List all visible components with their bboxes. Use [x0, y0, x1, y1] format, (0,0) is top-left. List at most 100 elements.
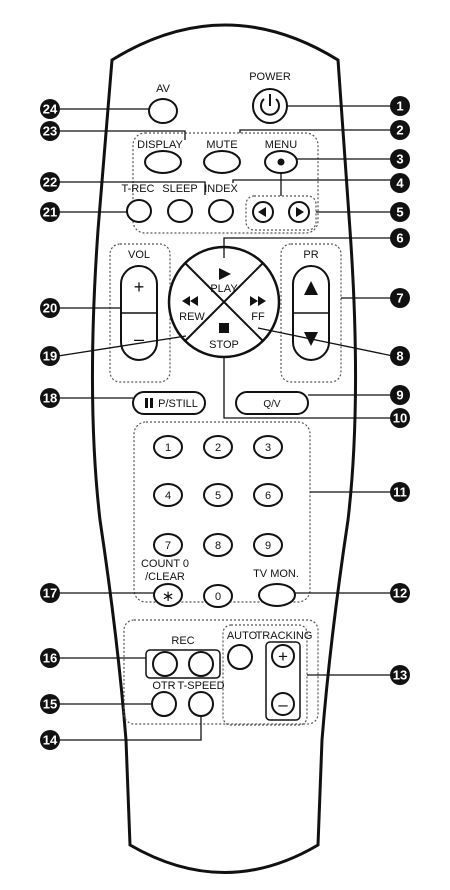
- power-label: POWER: [249, 71, 291, 83]
- key-1[interactable]: [153, 435, 183, 459]
- index-button[interactable]: [208, 199, 234, 223]
- callout-9-marker: [390, 385, 410, 405]
- callout-23-label: 23: [43, 124, 57, 139]
- tvmon-label: TV MON.: [253, 568, 299, 580]
- key-3-label: 3: [265, 442, 271, 454]
- key-2-label: 2: [215, 442, 221, 454]
- pr-rocker[interactable]: [292, 265, 330, 361]
- key-3[interactable]: [253, 435, 283, 459]
- key-6-label: 6: [265, 490, 271, 502]
- callout-14-label: 14: [43, 733, 58, 748]
- mute-label: MUTE: [206, 139, 237, 151]
- vol-plus-icon: +: [134, 277, 145, 297]
- star-icon: ∗: [162, 588, 175, 605]
- rec-button-right[interactable]: [188, 651, 214, 677]
- tspeed-button[interactable]: [188, 691, 214, 717]
- pstill-label: P/STILL: [158, 398, 198, 410]
- sleep-label: SLEEP: [162, 183, 197, 195]
- key-8[interactable]: [203, 533, 233, 557]
- callout-21-marker: [40, 202, 60, 222]
- left-triangle-icon: [258, 207, 266, 217]
- display-button[interactable]: [144, 150, 182, 174]
- right-arrow-button[interactable]: [288, 201, 310, 223]
- pause-icon-bar-left: [145, 398, 148, 408]
- callout-20-marker: [40, 298, 60, 318]
- rew-icon: [182, 296, 198, 306]
- display-label: DISPLAY: [137, 139, 183, 151]
- tracking-pair-frame: [265, 641, 301, 721]
- play-button[interactable]: [219, 268, 231, 280]
- callout-6-marker: [390, 228, 410, 248]
- auto-label: AUTO: [227, 630, 258, 642]
- leader-lines: [57, 105, 394, 741]
- callout-18-marker: [40, 388, 60, 408]
- key-1-label: 1: [165, 442, 171, 454]
- play-label: PLAY: [210, 283, 238, 295]
- pstill-button[interactable]: [132, 391, 206, 415]
- callout-2-label: 2: [396, 123, 403, 138]
- stop-button[interactable]: [219, 323, 229, 333]
- trec-button[interactable]: [126, 199, 152, 223]
- callout-19-label: 19: [43, 349, 57, 364]
- trec-label: T-REC: [122, 183, 155, 195]
- callout-3-marker: [390, 149, 410, 169]
- callout-9-label: 9: [396, 388, 403, 403]
- callout-8-marker: [390, 346, 410, 366]
- key-6[interactable]: [253, 483, 283, 507]
- callout-7-label: 7: [396, 291, 403, 306]
- key-4[interactable]: [153, 483, 183, 507]
- power-icon: [260, 94, 280, 116]
- right-triangle-icon: [296, 207, 304, 217]
- auto-tracking-button[interactable]: [227, 644, 253, 670]
- key-9[interactable]: [253, 533, 283, 557]
- callout-24-label: 24: [43, 102, 58, 117]
- key-2[interactable]: [203, 435, 233, 459]
- power-button[interactable]: [252, 88, 288, 124]
- stop-label: STOP: [209, 339, 239, 351]
- tracking-plus-button[interactable]: [271, 644, 295, 668]
- av-button[interactable]: [148, 98, 178, 124]
- rec-button-left[interactable]: [152, 651, 178, 677]
- callout-10-label: 10: [393, 411, 407, 426]
- pr-label: PR: [303, 249, 318, 261]
- key-7[interactable]: [153, 533, 183, 557]
- vol-rocker[interactable]: [120, 265, 158, 361]
- rec-group-outline: [123, 619, 319, 725]
- key-5[interactable]: [203, 483, 233, 507]
- callout-16-marker: [40, 648, 60, 668]
- rec-label: REC: [171, 635, 194, 647]
- callout-15-marker: [40, 694, 60, 714]
- callout-13-marker: [390, 665, 410, 685]
- ff-label: FF: [251, 311, 265, 323]
- rew-button[interactable]: [182, 296, 198, 306]
- mute-button[interactable]: [203, 150, 241, 174]
- callout-13-label: 13: [393, 668, 407, 683]
- vol-minus-icon: –: [134, 329, 144, 349]
- key-0[interactable]: [203, 584, 233, 608]
- tracking-minus-button[interactable]: [271, 692, 295, 716]
- qv-label: Q/V: [263, 399, 281, 410]
- callout-10-marker: [390, 408, 410, 428]
- rec-pair-frame: [145, 649, 221, 679]
- key-7-label: 7: [165, 540, 171, 552]
- callout-5-label: 5: [396, 205, 403, 220]
- rew-label: REW: [179, 311, 205, 323]
- callout-4-label: 4: [396, 176, 404, 191]
- ff-button[interactable]: [250, 296, 266, 306]
- clear-button[interactable]: [153, 583, 183, 607]
- av-label: AV: [156, 83, 171, 95]
- qv-button[interactable]: [235, 391, 309, 415]
- pr-up-triangle-icon: [304, 281, 318, 295]
- callout-12-label: 12: [393, 586, 407, 601]
- callout-19-marker: [40, 346, 60, 366]
- left-arrow-button[interactable]: [252, 201, 274, 223]
- tvmon-button[interactable]: [258, 583, 296, 607]
- callout-1-marker: [390, 96, 410, 116]
- sleep-button[interactable]: [167, 199, 193, 223]
- otr-button[interactable]: [151, 691, 177, 717]
- stop-icon: [219, 323, 229, 333]
- callout-15-label: 15: [43, 697, 57, 712]
- menu-button[interactable]: [264, 150, 298, 174]
- callout-22-marker: [40, 172, 60, 192]
